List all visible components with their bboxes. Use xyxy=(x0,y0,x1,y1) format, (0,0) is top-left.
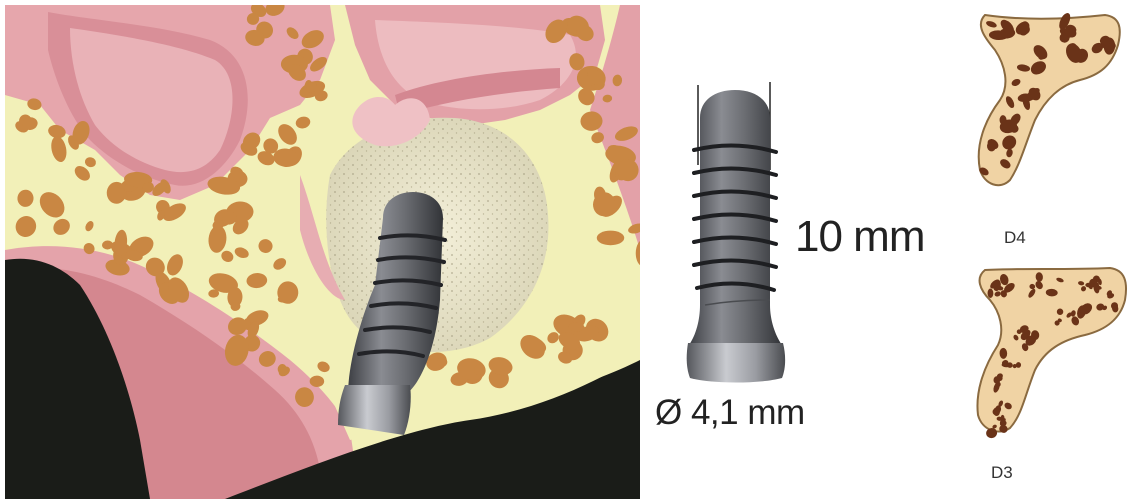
sinus-lift-illustration xyxy=(5,0,651,499)
implant-dimension-figure xyxy=(687,82,785,383)
implant-collar xyxy=(687,343,785,383)
bone-density-d3 xyxy=(977,268,1126,439)
bone-density-d4 xyxy=(978,11,1120,185)
implant-length-label: 10 mm xyxy=(795,212,924,262)
bone-density-d3-label: D3 xyxy=(991,463,1013,483)
implant-diameter-label: Ø 4,1 mm xyxy=(655,393,805,433)
trabecula-spot xyxy=(597,231,624,246)
bone-density-d4-label: D4 xyxy=(1004,228,1026,248)
d4-bone-cortex xyxy=(979,15,1120,185)
